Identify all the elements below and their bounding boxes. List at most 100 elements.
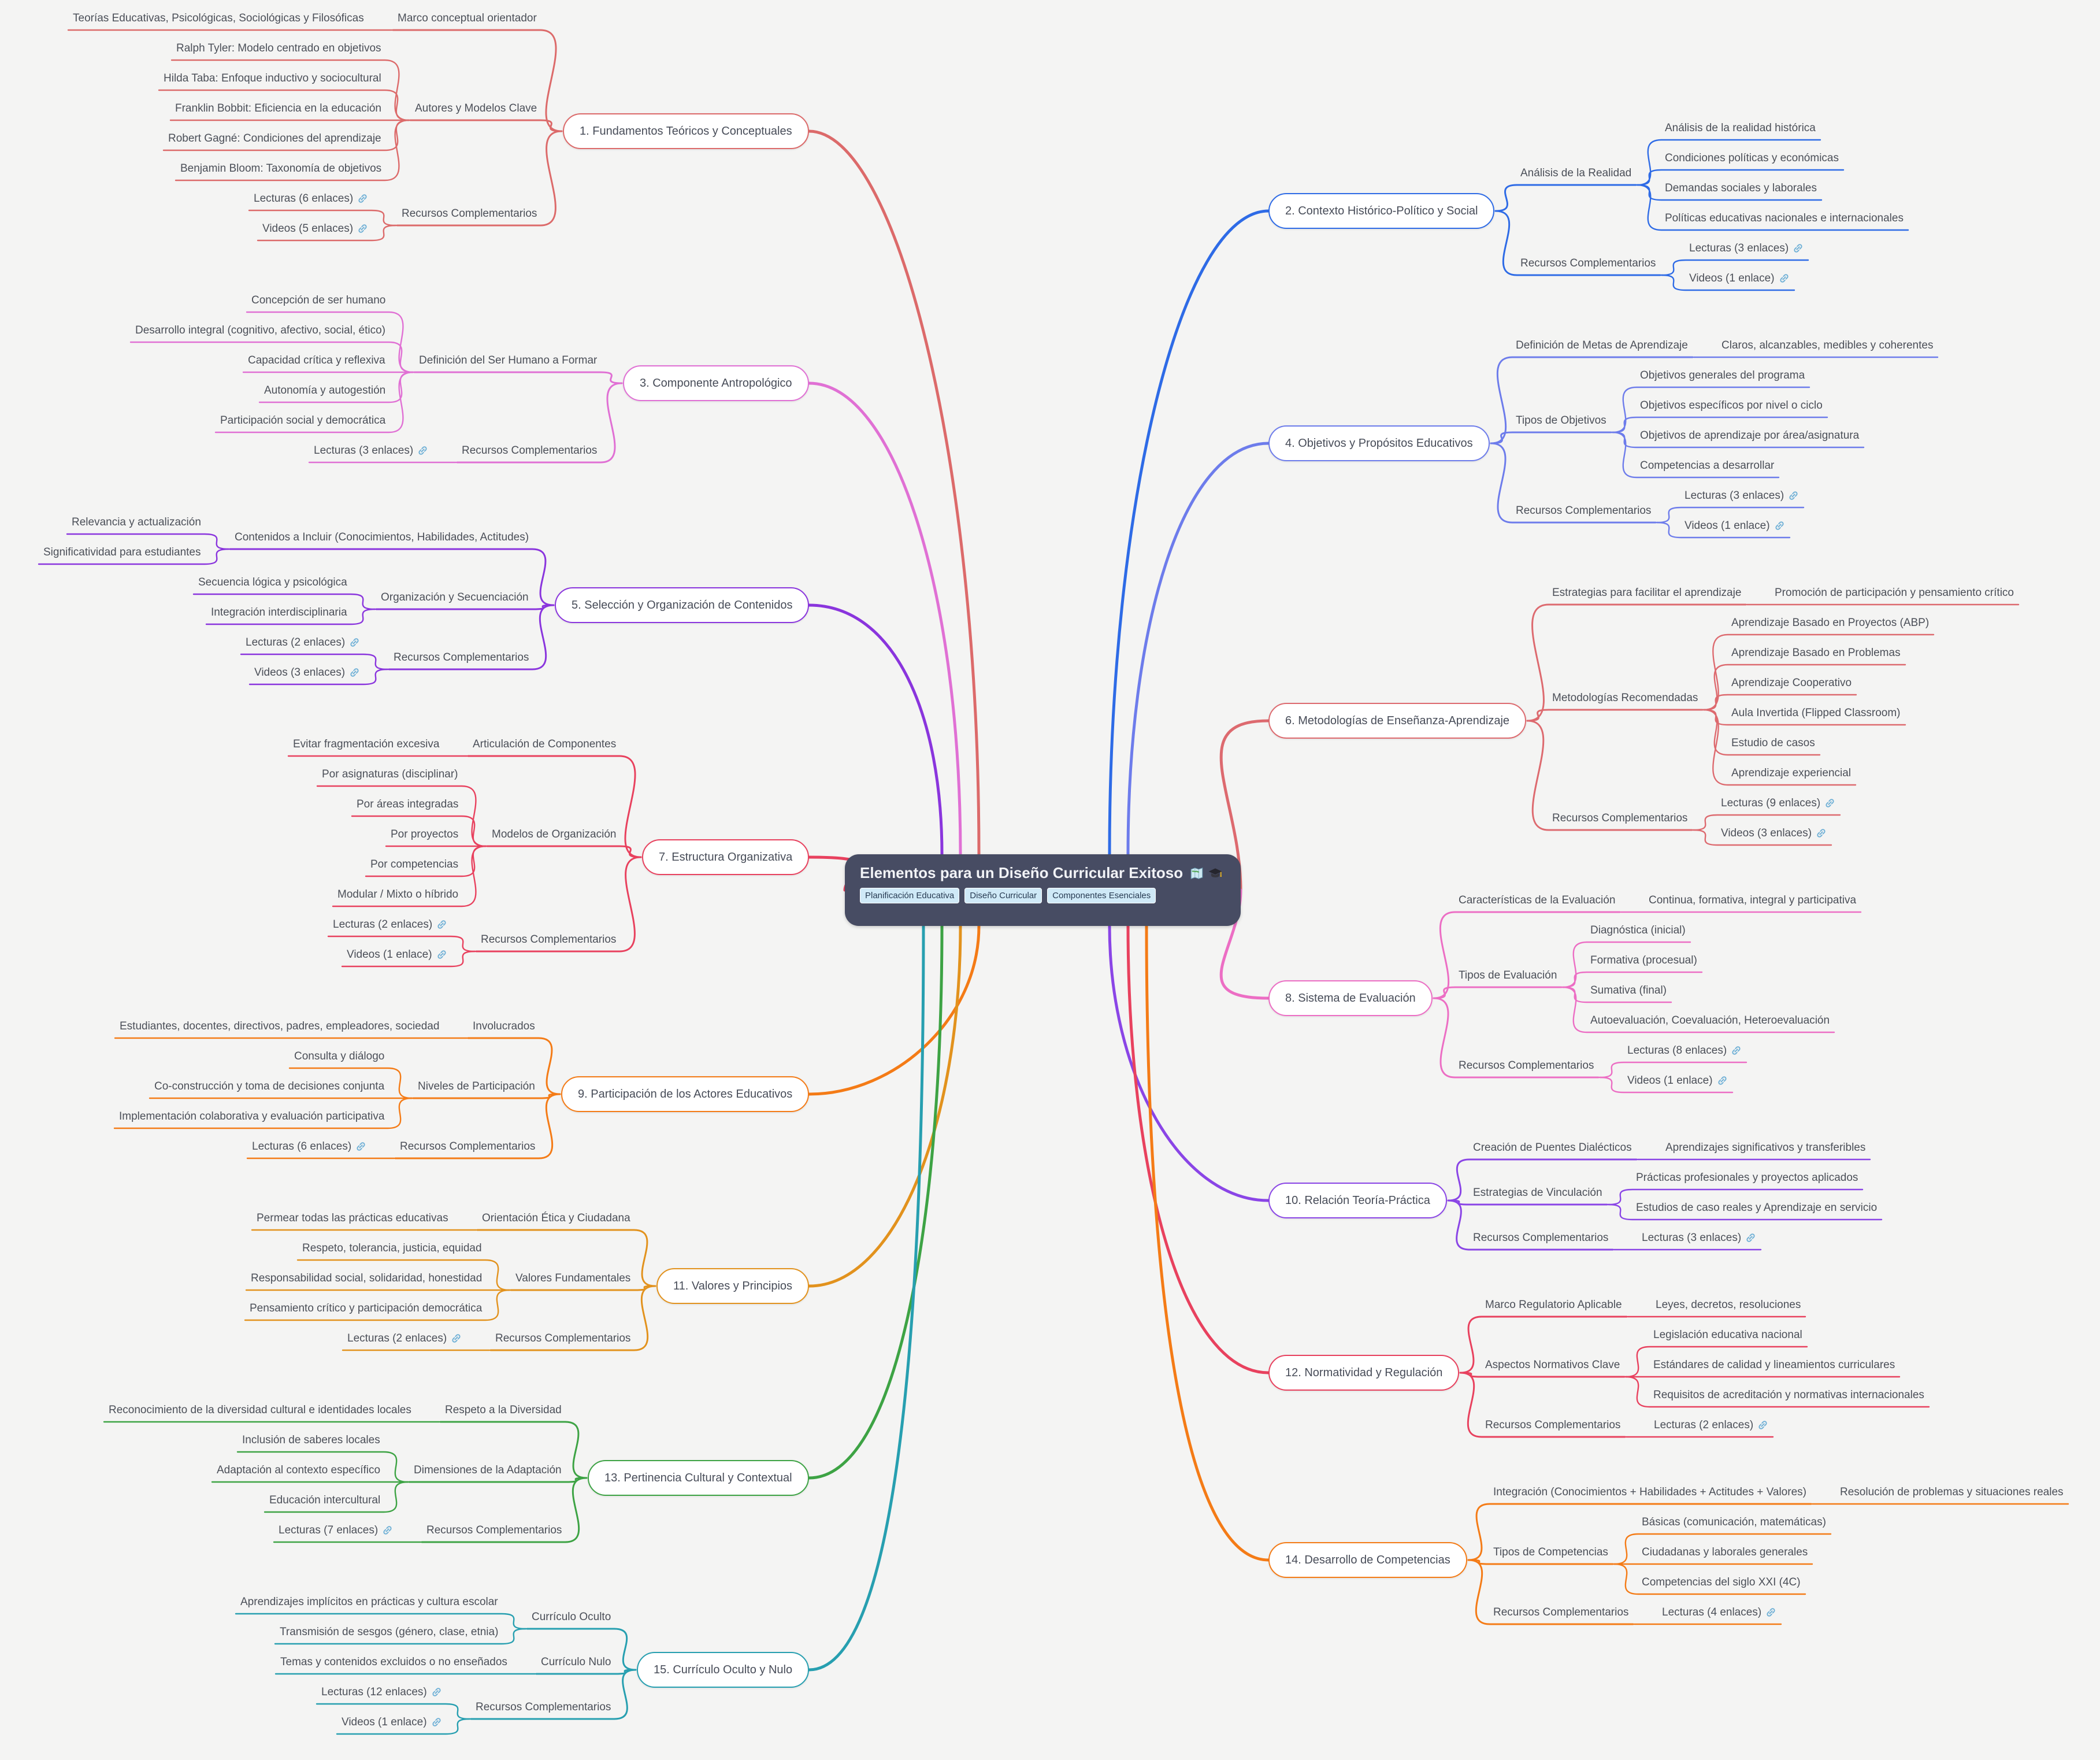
- leaf-label[interactable]: Co-construcción y toma de decisiones con…: [154, 1080, 385, 1092]
- node-label[interactable]: Recursos Complementarios: [426, 1524, 562, 1536]
- link-icon[interactable]: [1717, 1075, 1728, 1086]
- node-label[interactable]: Involucrados: [473, 1020, 535, 1032]
- node-label[interactable]: Valores Fundamentales: [515, 1272, 631, 1284]
- leaf-label[interactable]: Lecturas (2 enlaces): [1654, 1418, 1768, 1433]
- leaf-label[interactable]: Videos (1 enlace): [347, 947, 447, 962]
- node-label[interactable]: Recursos Complementarios: [1473, 1232, 1609, 1244]
- node-label[interactable]: Recursos Complementarios: [481, 933, 617, 946]
- leaf-label[interactable]: Teorías Educativas, Psicológicas, Sociol…: [73, 12, 364, 24]
- leaf-label[interactable]: Resolución de problemas y situaciones re…: [1840, 1486, 2064, 1498]
- leaf-label[interactable]: Por asignaturas (disciplinar): [322, 768, 458, 780]
- link-icon[interactable]: [382, 1525, 393, 1536]
- leaf-label[interactable]: Lecturas (2 enlaces): [333, 917, 447, 932]
- leaf-label[interactable]: Lecturas (2 enlaces): [246, 635, 360, 650]
- leaf-label[interactable]: Benjamin Bloom: Taxonomía de objetivos: [180, 162, 382, 175]
- link-icon[interactable]: [357, 223, 368, 234]
- leaf-label[interactable]: Ralph Tyler: Modelo centrado en objetivo…: [176, 42, 381, 54]
- node-label[interactable]: Recursos Complementarios: [495, 1332, 631, 1344]
- leaf-label[interactable]: Franklin Bobbit: Eficiencia en la educac…: [175, 102, 381, 114]
- node-label[interactable]: Definición del Ser Humano a Formar: [419, 354, 598, 366]
- leaf-label[interactable]: Por áreas integradas: [357, 798, 459, 810]
- branch-node[interactable]: 3. Componente Antropológico: [623, 365, 809, 401]
- leaf-label[interactable]: Videos (1 enlace): [1685, 518, 1785, 533]
- leaf-label[interactable]: Lecturas (3 enlaces): [314, 443, 428, 458]
- leaf-label[interactable]: Objetivos generales del programa: [1640, 369, 1805, 381]
- leaf-label[interactable]: Consulta y diálogo: [294, 1050, 385, 1062]
- node-label[interactable]: Niveles de Participación: [418, 1080, 535, 1092]
- leaf-label[interactable]: Condiciones políticas y económicas: [1665, 152, 1839, 164]
- leaf-label[interactable]: Estándares de calidad y lineamientos cur…: [1653, 1359, 1895, 1371]
- leaf-label[interactable]: Evitar fragmentación excesiva: [293, 738, 440, 750]
- leaf-label[interactable]: Participación social y democrática: [220, 414, 386, 427]
- leaf-label[interactable]: Videos (1 enlace): [1627, 1073, 1728, 1088]
- leaf-label[interactable]: Permear todas las prácticas educativas: [257, 1212, 448, 1224]
- leaf-label[interactable]: Modular / Mixto o híbrido: [337, 888, 459, 901]
- leaf-label[interactable]: Videos (1 enlace): [342, 1715, 442, 1730]
- leaf-label[interactable]: Estudiantes, docentes, directivos, padre…: [120, 1020, 440, 1032]
- leaf-label[interactable]: Adaptación al contexto específico: [217, 1464, 381, 1476]
- node-label[interactable]: Currículo Nulo: [541, 1656, 611, 1668]
- node-label[interactable]: Modelos de Organización: [492, 828, 617, 840]
- node-label[interactable]: Recursos Complementarios: [476, 1701, 611, 1713]
- branch-node[interactable]: 5. Selección y Organización de Contenido…: [555, 587, 810, 623]
- node-label[interactable]: Recursos Complementarios: [1516, 505, 1652, 517]
- leaf-label[interactable]: Lecturas (3 enlaces): [1642, 1231, 1756, 1246]
- leaf-label[interactable]: Lecturas (3 enlaces): [1689, 241, 1804, 256]
- leaf-label[interactable]: Formativa (procesual): [1590, 954, 1697, 966]
- leaf-label[interactable]: Continua, formativa, integral y particip…: [1649, 894, 1857, 906]
- link-icon[interactable]: [1816, 828, 1827, 839]
- leaf-label[interactable]: Reconocimiento de la diversidad cultural…: [109, 1404, 411, 1416]
- link-icon[interactable]: [349, 637, 360, 648]
- node-label[interactable]: Articulación de Componentes: [473, 738, 617, 750]
- leaf-label[interactable]: Diagnóstica (inicial): [1590, 924, 1686, 936]
- leaf-label[interactable]: Claros, alcanzables, medibles y coherent…: [1721, 339, 1934, 351]
- link-icon[interactable]: [417, 445, 428, 456]
- node-label[interactable]: Currículo Oculto: [532, 1611, 611, 1623]
- branch-node[interactable]: 8. Sistema de Evaluación: [1268, 980, 1433, 1016]
- leaf-label[interactable]: Robert Gagné: Condiciones del aprendizaj…: [168, 132, 381, 144]
- branch-node[interactable]: 14. Desarrollo de Competencias: [1268, 1542, 1467, 1578]
- leaf-label[interactable]: Leyes, decretos, resoluciones: [1656, 1299, 1801, 1311]
- leaf-label[interactable]: Videos (3 enlaces): [254, 665, 360, 680]
- node-label[interactable]: Autores y Modelos Clave: [415, 102, 537, 114]
- leaf-label[interactable]: Pensamiento crítico y participación demo…: [250, 1302, 483, 1314]
- leaf-label[interactable]: Ciudadanas y laborales generales: [1642, 1546, 1808, 1558]
- node-label[interactable]: Recursos Complementarios: [1552, 812, 1688, 824]
- leaf-label[interactable]: Relevancia y actualización: [72, 516, 201, 528]
- link-icon[interactable]: [1779, 273, 1790, 284]
- node-label[interactable]: Definición de Metas de Aprendizaje: [1516, 339, 1688, 351]
- leaf-label[interactable]: Estudio de casos: [1731, 737, 1815, 749]
- leaf-label[interactable]: Videos (3 enlaces): [1721, 826, 1827, 841]
- leaf-label[interactable]: Estudios de caso reales y Aprendizaje en…: [1636, 1202, 1878, 1214]
- node-label[interactable]: Recursos Complementarios: [1520, 257, 1656, 269]
- leaf-label[interactable]: Aula Invertida (Flipped Classroom): [1731, 707, 1901, 719]
- branch-node[interactable]: 13. Pertinencia Cultural y Contextual: [588, 1460, 809, 1496]
- node-label[interactable]: Recursos Complementarios: [1485, 1419, 1621, 1431]
- leaf-label[interactable]: Lecturas (4 enlaces): [1662, 1605, 1776, 1620]
- link-icon[interactable]: [431, 1687, 442, 1698]
- node-label[interactable]: Aspectos Normativos Clave: [1485, 1359, 1620, 1371]
- link-icon[interactable]: [1745, 1232, 1756, 1243]
- leaf-label[interactable]: Temas y contenidos excluidos o no enseña…: [280, 1656, 507, 1668]
- central-topic[interactable]: Elementos para un Diseño Curricular Exit…: [845, 854, 1241, 926]
- link-icon[interactable]: [1774, 520, 1785, 531]
- node-label[interactable]: Recursos Complementarios: [462, 444, 598, 457]
- leaf-label[interactable]: Hilda Taba: Enfoque inductivo y sociocul…: [164, 72, 381, 84]
- node-label[interactable]: Recursos Complementarios: [400, 1140, 536, 1153]
- leaf-label[interactable]: Prácticas profesionales y proyectos apli…: [1636, 1172, 1858, 1184]
- leaf-label[interactable]: Promoción de participación y pensamiento…: [1775, 587, 2014, 599]
- leaf-label[interactable]: Secuencia lógica y psicológica: [198, 576, 347, 588]
- leaf-label[interactable]: Aprendizaje Basado en Problemas: [1731, 647, 1901, 659]
- leaf-label[interactable]: Lecturas (7 enlaces): [279, 1523, 393, 1538]
- leaf-label[interactable]: Políticas educativas nacionales e intern…: [1665, 212, 1904, 224]
- branch-node[interactable]: 11. Valores y Principios: [656, 1268, 810, 1304]
- node-label[interactable]: Tipos de Objetivos: [1516, 414, 1606, 427]
- node-label[interactable]: Respeto a la Diversidad: [445, 1404, 562, 1416]
- link-icon[interactable]: [436, 919, 447, 930]
- node-label[interactable]: Análisis de la Realidad: [1520, 167, 1632, 179]
- branch-node[interactable]: 1. Fundamentos Teóricos y Conceptuales: [563, 113, 809, 149]
- leaf-label[interactable]: Aprendizajes significativos y transferib…: [1665, 1142, 1866, 1154]
- node-label[interactable]: Tipos de Evaluación: [1459, 969, 1557, 981]
- node-label[interactable]: Metodologías Recomendadas: [1552, 692, 1698, 704]
- leaf-label[interactable]: Respeto, tolerancia, justicia, equidad: [302, 1242, 482, 1254]
